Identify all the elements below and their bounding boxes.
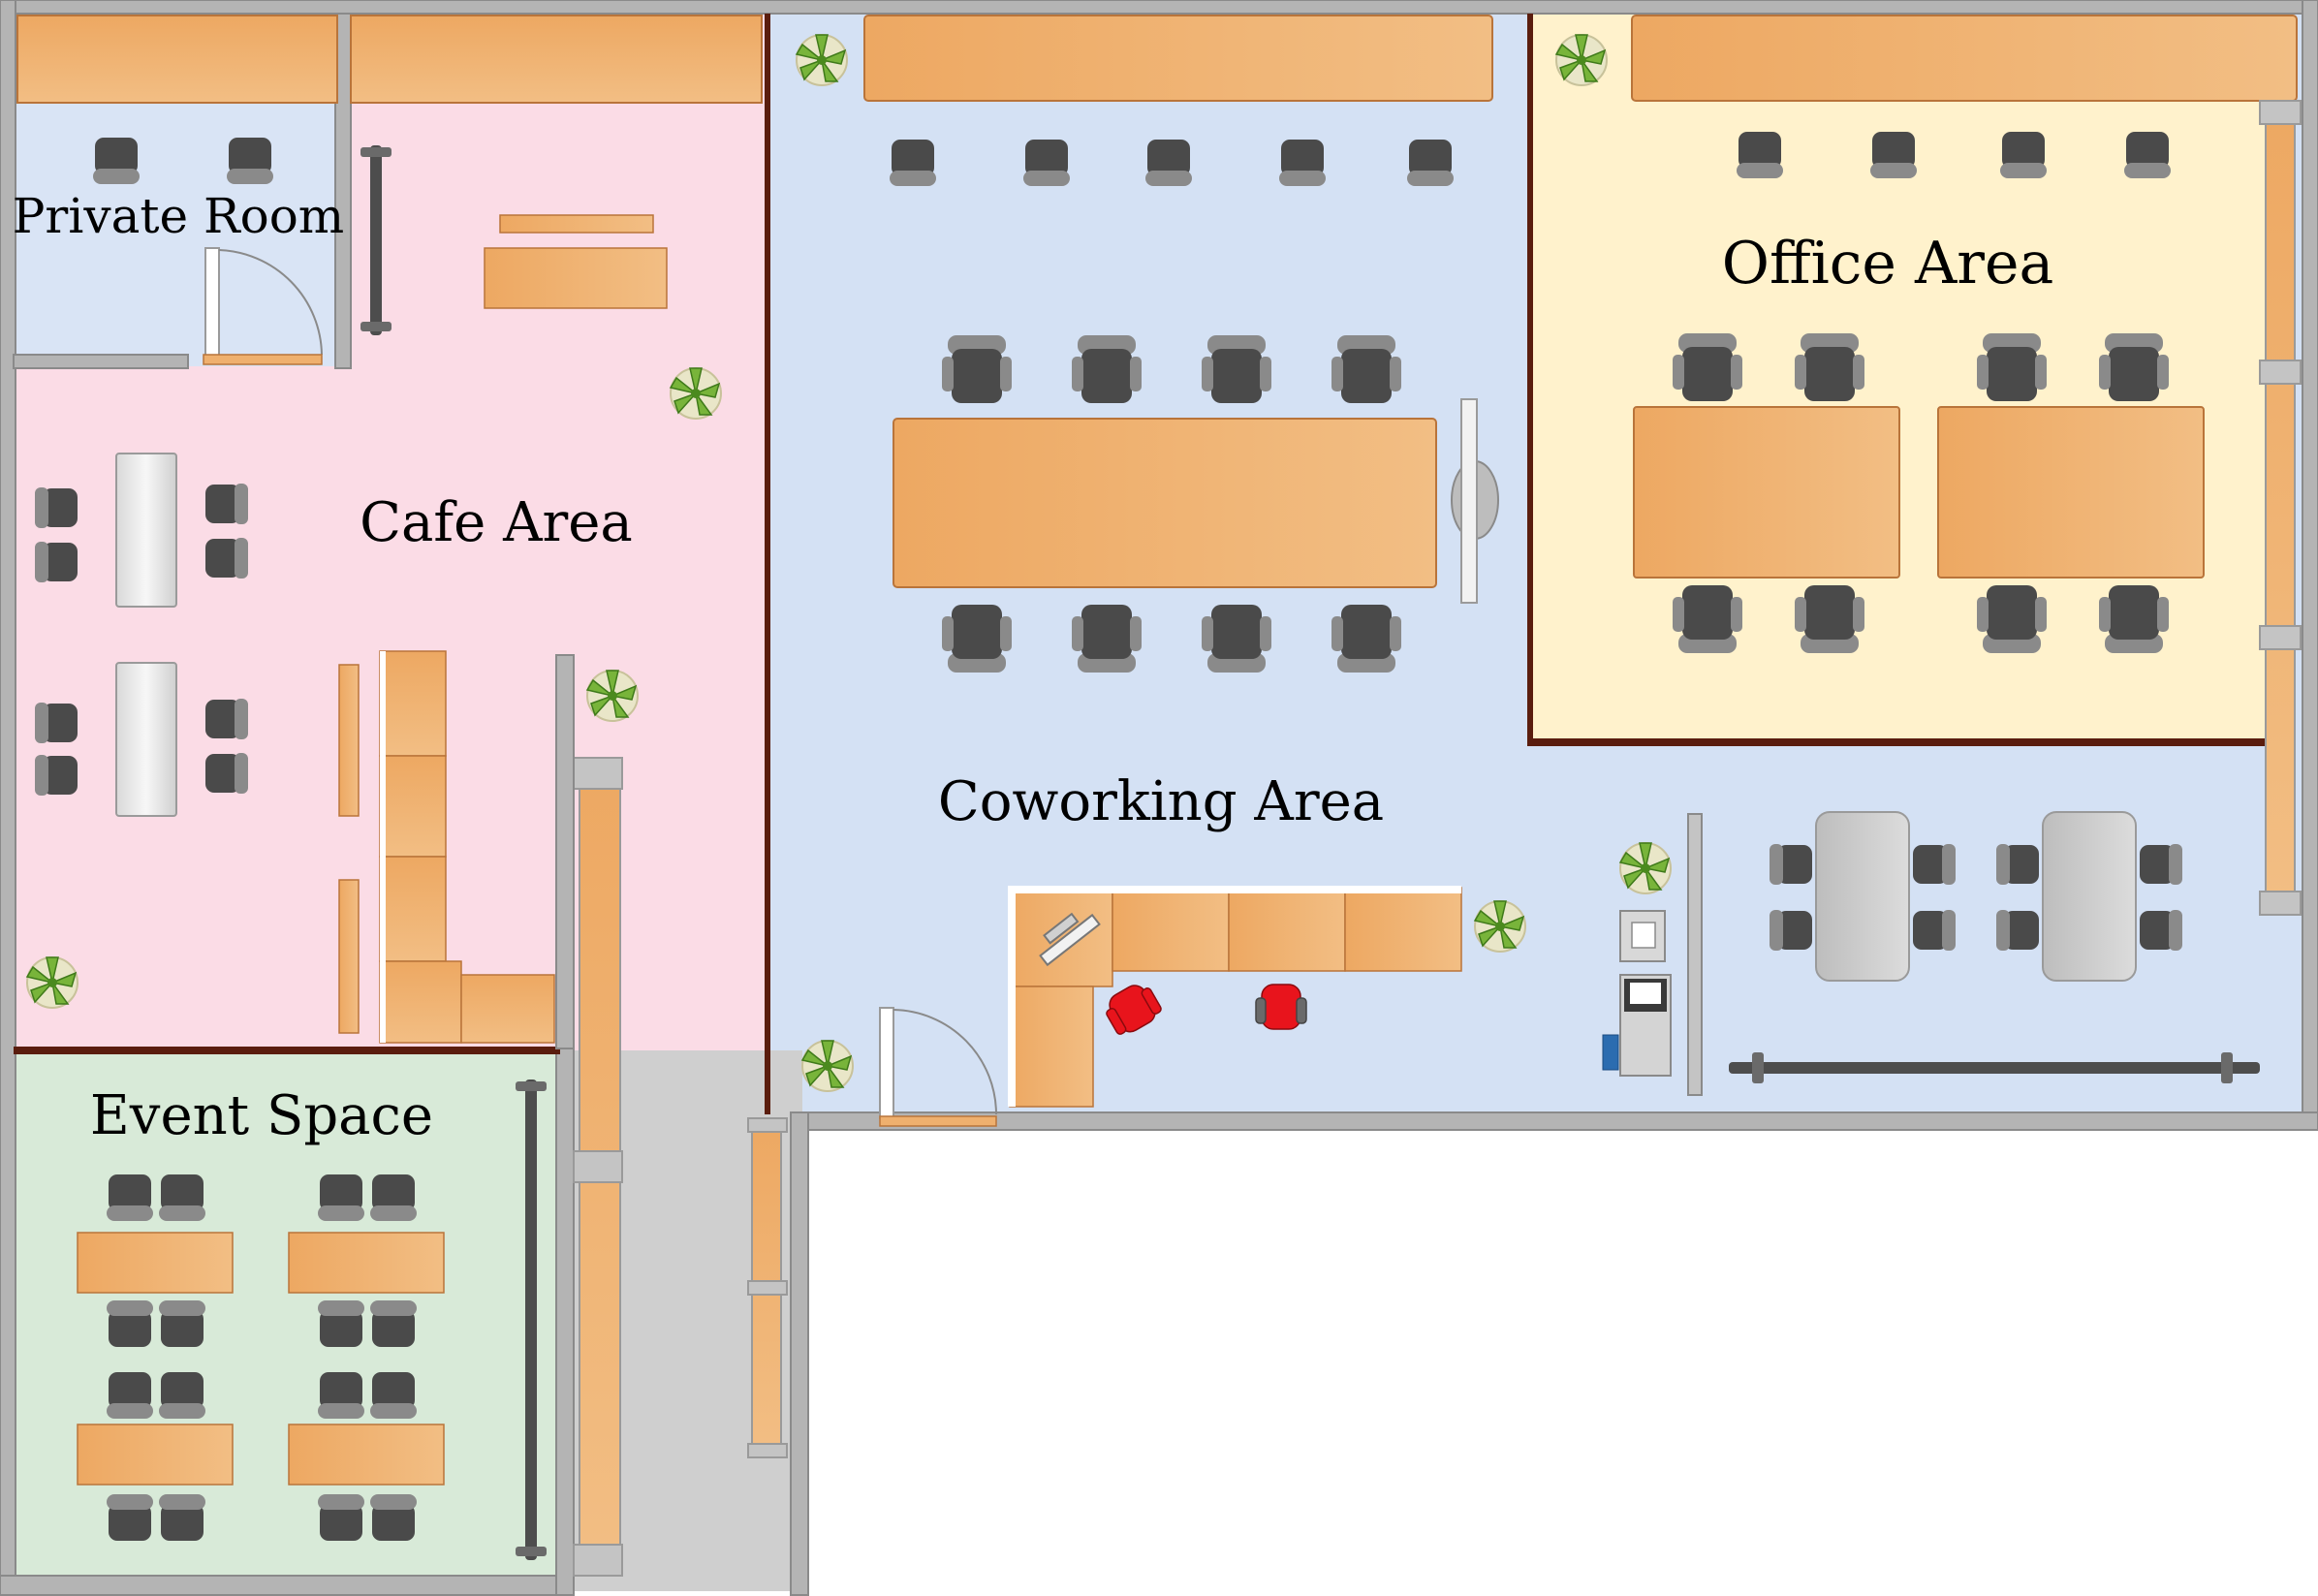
plant-icon [1555, 34, 1608, 86]
plant-icon [1619, 842, 1672, 894]
corridor-windows [573, 757, 788, 1577]
private-room-label: Private Room [13, 188, 344, 244]
plant-icon [670, 367, 722, 420]
plant-icon [801, 1040, 854, 1092]
cafe-area: Cafe Area [35, 145, 668, 1049]
plant-icon [1474, 900, 1526, 953]
coworking-area: Coworking Area [879, 140, 2260, 1127]
office-area: Office Area [1633, 132, 2205, 653]
coworking-area-label: Coworking Area [938, 770, 1384, 833]
cafe-area-label: Cafe Area [360, 491, 633, 554]
plant-icon [26, 956, 78, 1009]
event-space: Event Space [77, 1080, 547, 1560]
plant-icon [796, 34, 848, 86]
partitions [14, 14, 2266, 1114]
plant-icon [586, 670, 639, 722]
event-space-label: Event Space [90, 1084, 433, 1147]
office-area-label: Office Area [1722, 230, 2053, 297]
top-counters [16, 15, 2298, 104]
event-floor [14, 1054, 556, 1576]
private-room: Private Room [13, 138, 344, 365]
right-window [2259, 100, 2302, 916]
